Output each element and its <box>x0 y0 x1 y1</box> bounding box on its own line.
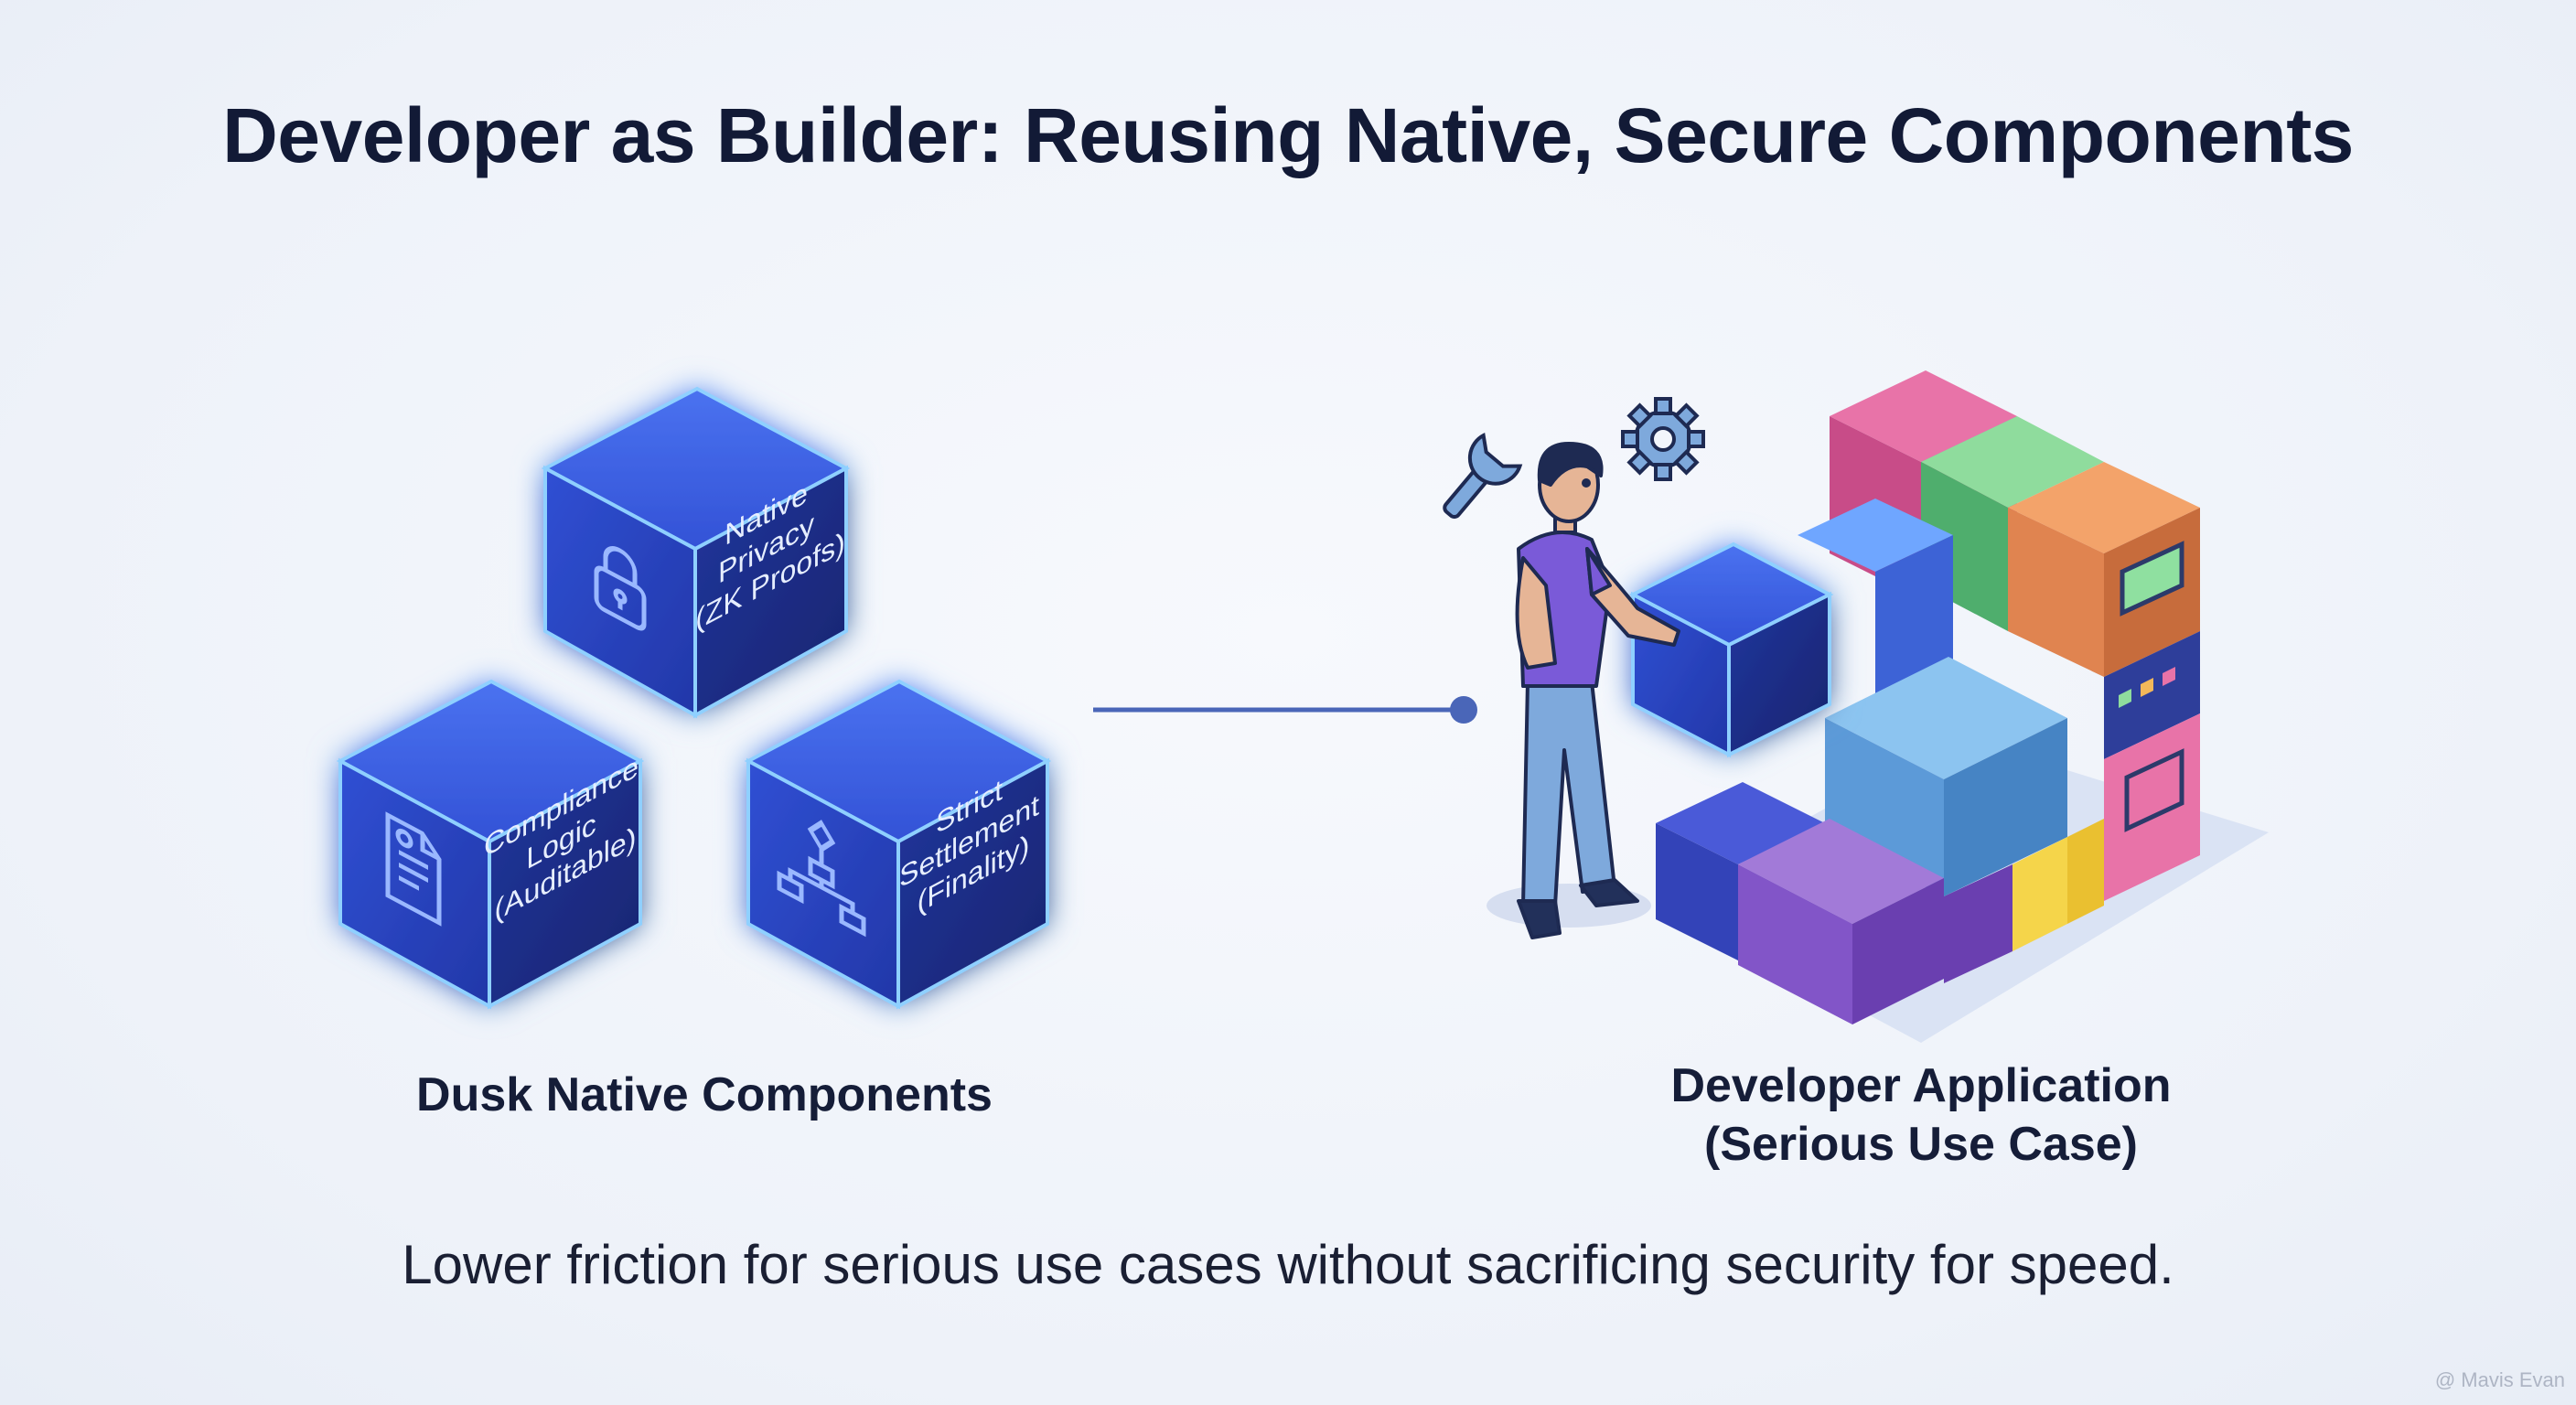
watermark: @ Mavis Evan <box>2434 1368 2565 1391</box>
flowchart-icon <box>777 820 866 938</box>
native-component-cube-compliance <box>336 679 645 1010</box>
gear-icon <box>1621 397 1705 481</box>
native-component-cube-settlement <box>744 679 1052 1010</box>
application-block-stack <box>1487 370 2269 1043</box>
developer-application-label-line2: (Serious Use Case) <box>1704 1118 2138 1171</box>
developer-figure <box>1515 442 1680 939</box>
tagline: Lower friction for serious use cases wit… <box>402 1234 2174 1295</box>
connector-line <box>1093 696 1477 724</box>
wrench-icon <box>1443 432 1523 520</box>
held-component-cube <box>1628 542 1834 758</box>
padlock-icon <box>594 546 647 631</box>
developer-application-label-line1: Developer Application <box>1670 1059 2172 1112</box>
document-icon <box>385 811 442 927</box>
page-title: Developer as Builder: Reusing Native, Se… <box>222 92 2354 178</box>
native-components-label: Dusk Native Components <box>416 1068 993 1121</box>
developer-application-label: Developer Application (Serious Use Case) <box>1555 1056 2287 1174</box>
